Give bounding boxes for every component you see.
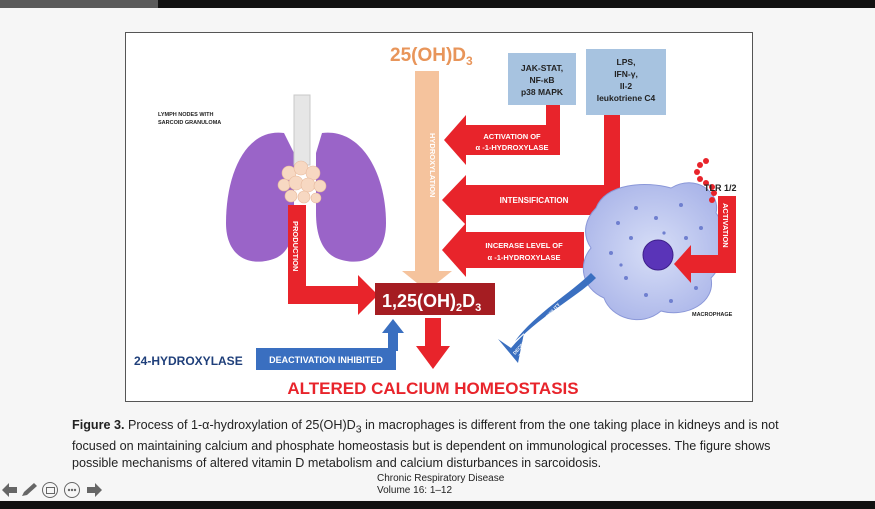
macrophage-label: MACROPHAGE [692,312,733,318]
production-label: PRODUCTION [291,221,300,271]
caption-part-a: Process of 1-α-hydroxylation of 25(OH)D [124,418,356,432]
stimuli-line1: LPS, [617,57,636,67]
lymph-label-line2: SARCOID GRANULOMA [158,120,221,126]
deactivation-box [256,348,396,370]
next-arrow-icon[interactable] [86,481,102,499]
slides-icon[interactable] [42,482,58,498]
figure-caption: Figure 3. Process of 1-α-hydroxylation o… [72,417,812,471]
journal-footer: Chronic Respiratory Disease Volume 16: 1… [377,473,504,497]
stimuli-line4: leukotriene C4 [597,93,656,103]
player-bottom-bar [0,501,875,509]
tlr-label: TLR 1/2 [704,183,737,193]
lungs-illustration [226,94,386,262]
production-arrow [288,205,378,315]
signaling-box [508,53,576,105]
progress-bar[interactable] [0,0,158,8]
stimuli-box [586,49,666,115]
journal-volume: Volume 16: 1–12 [377,485,453,496]
product-box [375,283,495,315]
feedback-arrow [498,273,596,363]
journal-name: Chronic Respiratory Disease [377,473,505,484]
caption-subscript: 3 [355,423,362,436]
altered-label: ALTERED CALCIUM HOMEOSTASIS [287,379,578,398]
activation-of-line1: ACTIVATION OF [483,132,541,141]
hydroxylation-label: HYDROXYLATION [428,133,437,197]
lymph-label-line1: LYMPH NODES WITH [158,112,213,118]
tlr-receptor [694,158,717,203]
prev-arrow-icon[interactable] [2,481,18,499]
increase-level-arrow [442,223,584,277]
player-top-bar [0,0,875,8]
activation-arrow [674,196,736,283]
stimuli-line2: IFN-γ, [614,69,638,79]
deactivation-label: DEACTIVATION INHIBITED [269,355,383,365]
intensification-label: INTENSIFICATION [500,196,569,205]
product-label: 1,25(OH)2D3 [382,291,481,314]
vitamin-d-diagram: LYMPH NODES WITH SARCOID GRANULOMA 25(OH… [134,45,737,398]
deactivation-arrow [382,319,404,351]
figure-panel: LYMPH NODES WITH SARCOID GRANULOMA 25(OH… [125,32,753,402]
signaling-line2: NF-κB [529,75,554,85]
signaling-line1: JAK-STAT, [521,63,563,73]
figure-number: Figure 3. [72,418,125,432]
more-icon[interactable] [64,482,80,498]
macrophage-illustration [582,182,726,321]
hydroxylation-arrow [402,71,452,291]
stimuli-line3: Il-2 [620,81,633,91]
activation-label: ACTIVATION [721,203,730,248]
activation-of-line2: α -1-HYDROXYLASE [476,143,549,152]
caption-part-b: in macrophages is different from the one… [72,418,779,470]
down-arrow [416,318,450,369]
signaling-line3: p38 MAPK [521,87,564,97]
increase-line1: INCERASE LEVEL OF [485,241,563,250]
top-label: 25(OH)D3 [390,45,473,68]
decreased-line1: DECREASED SUSCEPTIBILITY [512,302,561,356]
activation-of-arrow [444,105,560,165]
pen-icon[interactable] [20,481,38,499]
hydroxylase24-label: 24-HYDROXYLASE [134,354,243,368]
increase-line2: α -1-HYDROXYLASE [488,253,561,262]
